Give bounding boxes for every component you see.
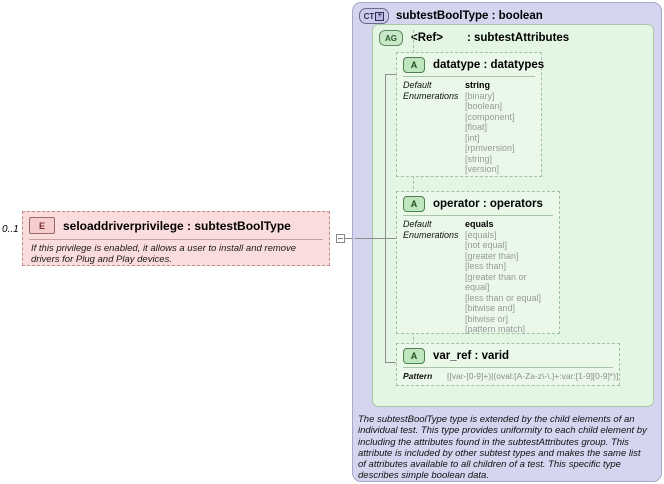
complextype-title: subtestBoolType : boolean <box>396 10 543 22</box>
connector-branch-datatype <box>385 74 396 75</box>
attribute-box-operator[interactable]: A operator : operators Default Enumerati… <box>396 191 560 334</box>
enum-item: [version] <box>465 164 500 174</box>
attribute-header-var-ref: A var_ref : varid <box>397 344 619 367</box>
attribute-box-var-ref[interactable]: A var_ref : varid Pattern [[var-[0-9]+)|… <box>396 343 620 386</box>
facet-label-pattern: Pattern <box>403 371 433 381</box>
enum-item: [not equal] <box>465 240 508 250</box>
attribute-divider <box>403 367 613 368</box>
enum-item: [bitwise or] <box>465 313 509 324</box>
facet-label-default: Default <box>403 80 432 90</box>
connector-line-element-to-type <box>345 238 355 239</box>
facet-label-default: Default <box>403 219 432 229</box>
element-documentation: If this privilege is enabled, it allows … <box>31 243 297 265</box>
attribute-body-var-ref: Pattern [[var-[0-9]+)|(oval:[A-Za-z\-\.]… <box>397 368 619 385</box>
enum-item: [float] <box>465 122 488 132</box>
facet-value-default: string <box>465 80 491 90</box>
complextype-documentation: The subtestBoolType type is extended by … <box>358 414 647 482</box>
enum-item: [equals] <box>465 229 497 240</box>
element-cardinality: 0..1 <box>2 224 19 235</box>
connector-branch-varref <box>385 362 396 363</box>
facet-label-enumerations: Enumerations <box>403 90 459 101</box>
element-box-seloaddriverprivilege[interactable]: E seloaddriverprivilege : subtestBoolTyp… <box>22 211 330 266</box>
attribute-icon: A <box>403 57 425 73</box>
attribute-title-operator: operator : operators <box>433 198 543 210</box>
facet-value-default: equals <box>465 219 494 229</box>
connector-line-into-group <box>355 238 385 239</box>
attribute-facet-labels: Default Enumerations <box>403 219 465 335</box>
complextype-icon[interactable]: CT+ <box>359 8 389 24</box>
attribute-icon: A <box>403 348 425 364</box>
enum-item: [boolean] <box>465 101 503 111</box>
attribute-body-operator: Default Enumerations equals [equals] [no… <box>397 216 559 339</box>
enum-item: [component] <box>465 111 515 122</box>
enum-item: [binary] <box>465 90 495 101</box>
attribute-header-operator: A operator : operators <box>397 192 559 215</box>
attribute-body-datatype: Default Enumerations string [binary] [bo… <box>397 77 541 179</box>
enum-item: [int] <box>465 132 480 143</box>
enum-item: [pattern match] <box>465 324 526 334</box>
complextype-icon-label: CT <box>363 11 375 21</box>
expand-collapse-stub[interactable] <box>336 234 345 243</box>
element-header: E seloaddriverprivilege : subtestBoolTyp… <box>23 212 329 238</box>
element-icon: E <box>29 217 55 234</box>
attribute-facet-labels: Default Enumerations <box>403 80 465 175</box>
attributegroup-header: AG <Ref> : subtestAttributes <box>373 25 653 46</box>
connector-branch-operator <box>385 238 396 239</box>
attribute-divider <box>403 76 535 77</box>
attribute-divider <box>403 215 553 216</box>
enum-item: [greater than] <box>465 250 519 261</box>
enum-item: [rpmversion] <box>465 143 515 153</box>
attribute-header-datatype: A datatype : datatypes <box>397 53 545 76</box>
attributegroup-type-label: : subtestAttributes <box>466 32 570 44</box>
attributegroup-ref-label: <Ref> <box>411 32 443 44</box>
attribute-facet-values: string [binary] [boolean] [component] [f… <box>465 80 515 175</box>
attribute-title-datatype: datatype : datatypes <box>433 59 545 71</box>
facet-label-enumerations: Enumerations <box>403 229 459 240</box>
attribute-title-var-ref: var_ref : varid <box>433 350 510 362</box>
enum-item: [greater than or equal] <box>465 271 527 293</box>
attribute-box-datatype[interactable]: A datatype : datatypes Default Enumerati… <box>396 52 545 179</box>
enum-item: [less than or equal] <box>465 292 542 303</box>
attribute-icon: A <box>403 196 425 212</box>
complextype-header: CT+ subtestBoolType : boolean <box>353 3 661 24</box>
enum-item: [bitwise and] <box>465 303 516 313</box>
expand-plus-icon[interactable]: + <box>375 11 385 21</box>
element-divider <box>29 239 323 240</box>
enum-item: [less than] <box>465 261 507 271</box>
enum-item: [string] <box>465 153 493 164</box>
facet-value-pattern: [[var-[0-9]+)|(oval:[A-Za-z\-\.]+:var:[1… <box>447 371 619 381</box>
connector-trunk-vertical <box>385 74 386 362</box>
attribute-facet-values: equals [equals] [not equal] [greater tha… <box>465 219 553 335</box>
element-title: seloaddriverprivilege : subtestBoolType <box>63 218 291 233</box>
attributegroup-icon: AG <box>379 30 403 46</box>
